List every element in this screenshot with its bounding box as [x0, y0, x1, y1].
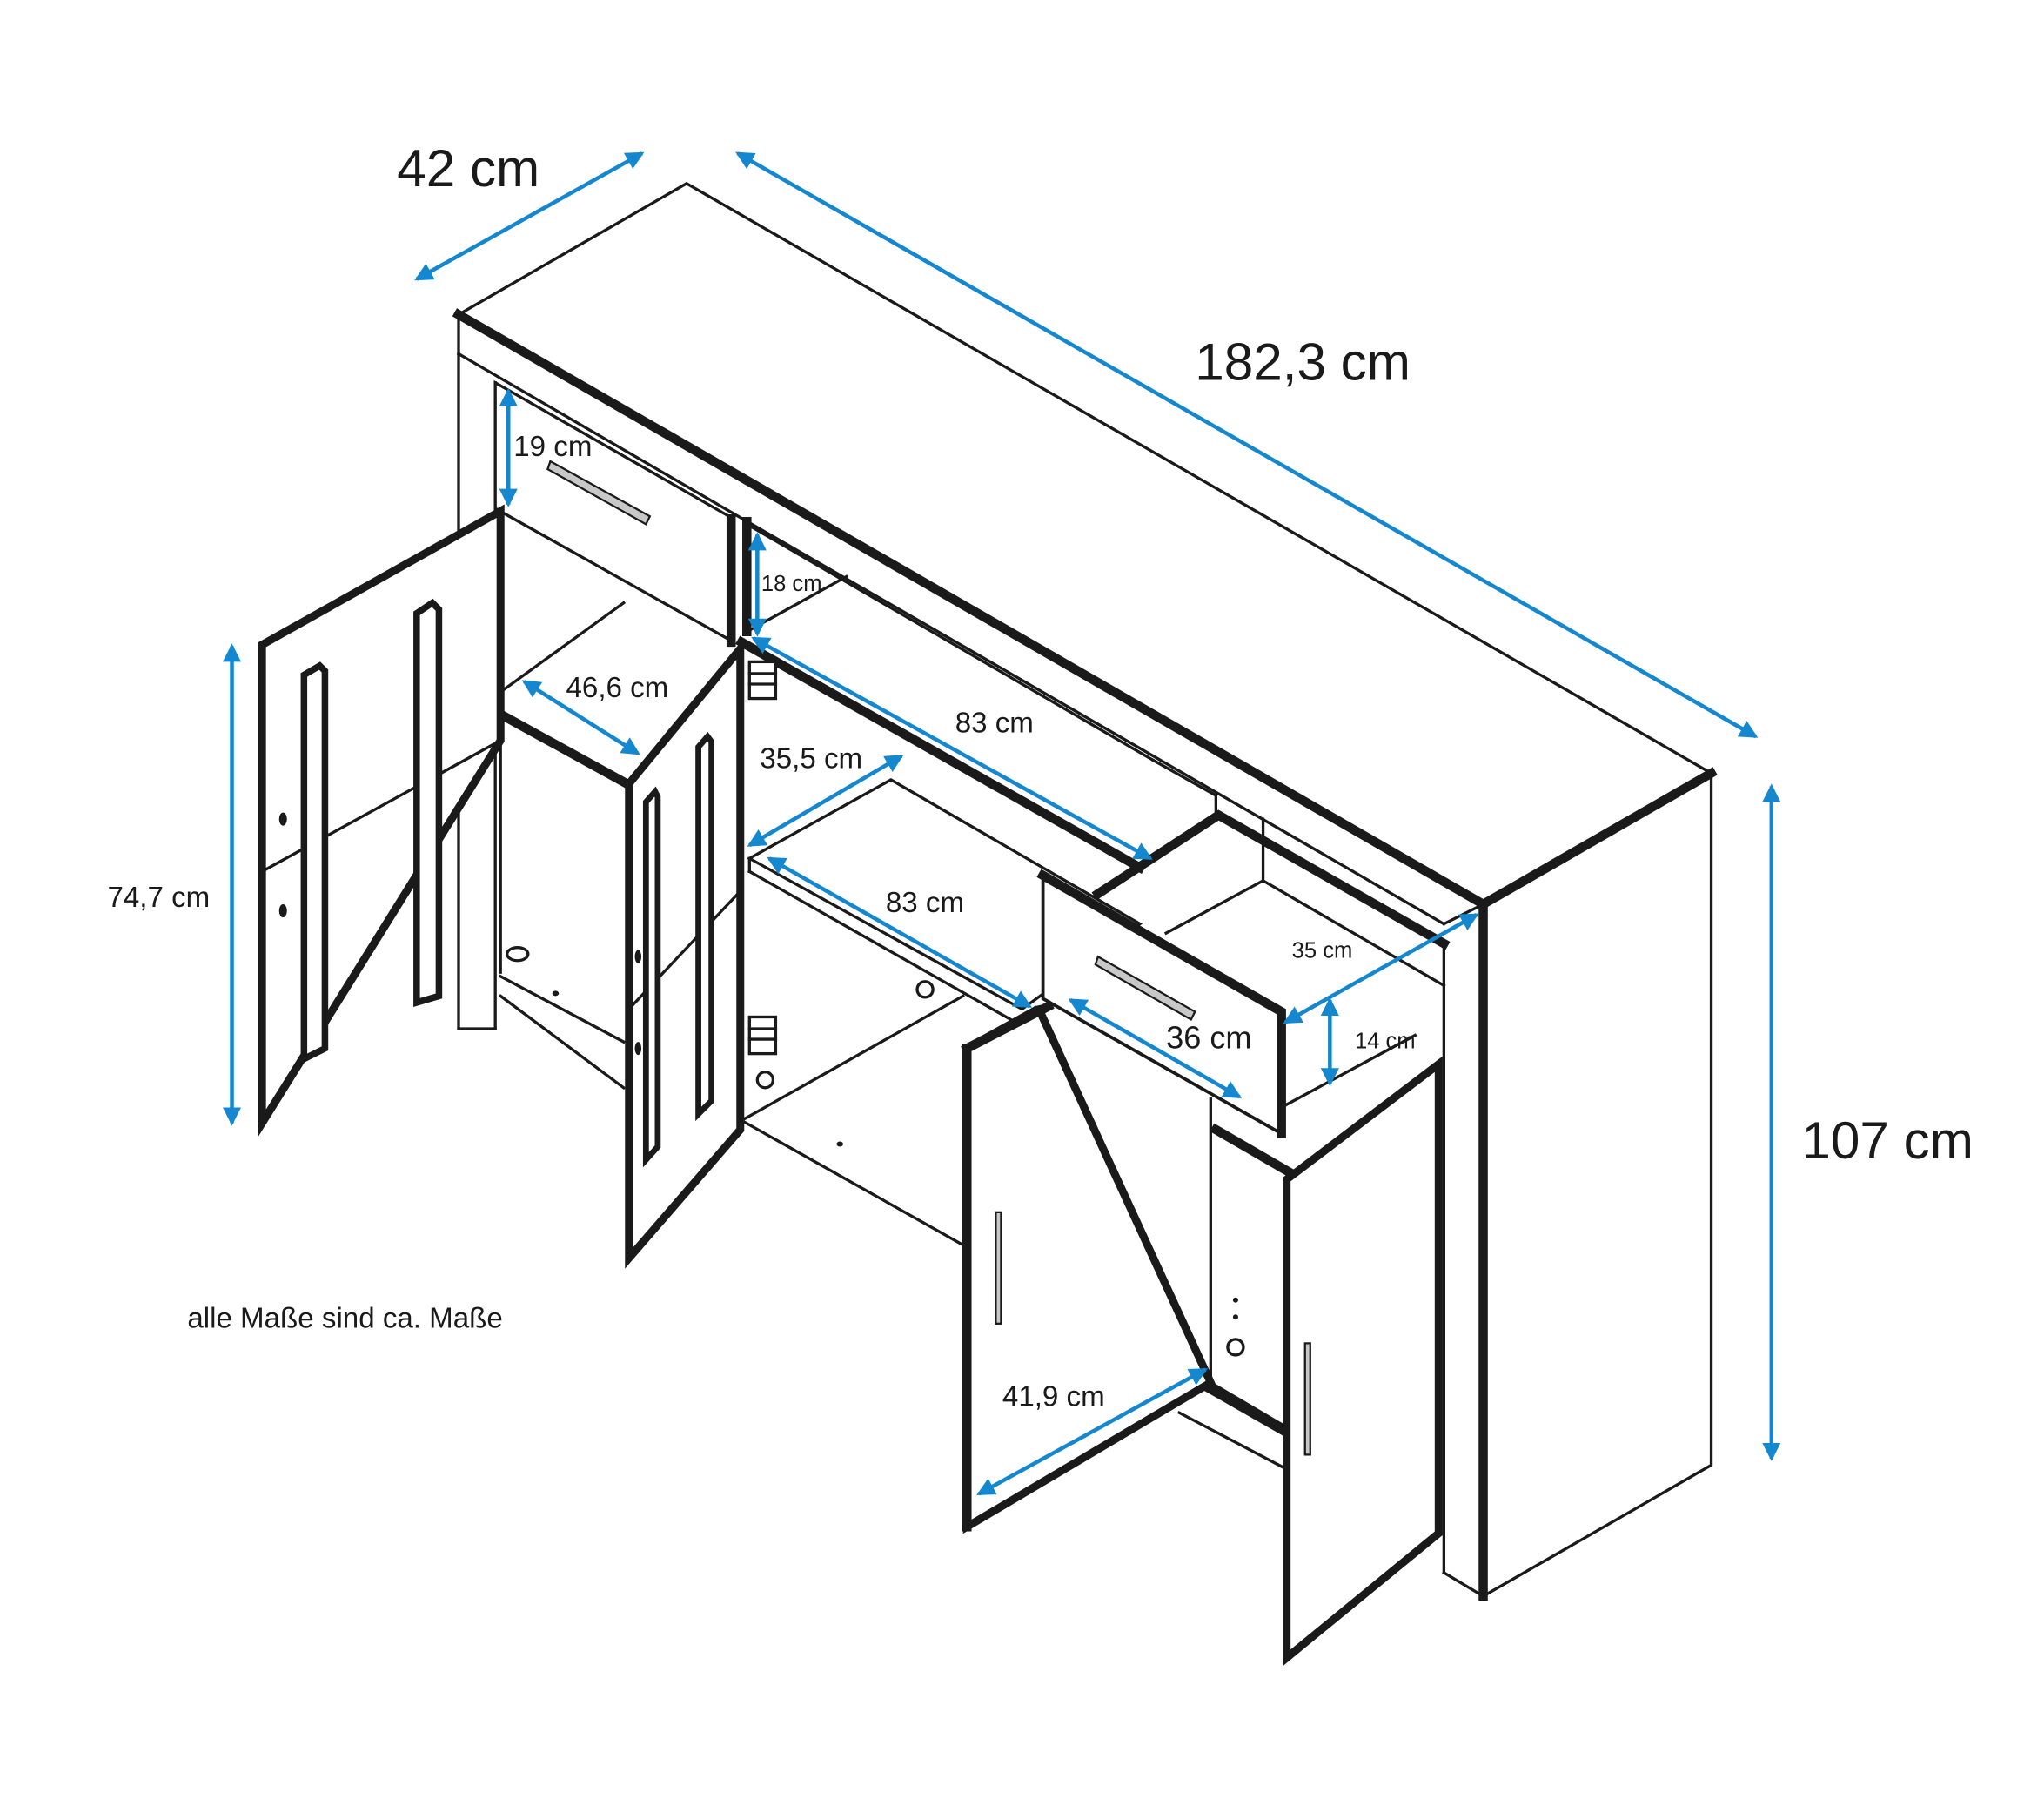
label-drawer-depth: 35 cm — [1292, 939, 1353, 963]
label-lower-shelf-width: 83 cm — [886, 887, 964, 919]
hinge-upper — [747, 660, 778, 701]
door-3[interactable] — [961, 1000, 1216, 1534]
label-opening-height: 18 cm — [761, 572, 822, 596]
label-shelf-depth: 35,5 cm — [760, 742, 862, 775]
label-drawer-height: 14 cm — [1355, 1030, 1416, 1054]
label-height: 107 cm — [1801, 1111, 1973, 1170]
drawer-handle-left — [546, 460, 652, 526]
right-drawer[interactable] — [1036, 809, 1451, 1138]
door-4-handle — [1303, 1342, 1311, 1456]
label-left-compartment-depth: 46,6 cm — [566, 672, 668, 704]
label-right-compartment-depth: 41,9 cm — [1002, 1381, 1105, 1413]
label-width: 182,3 cm — [1195, 332, 1411, 392]
dimension-lines — [222, 151, 1781, 1496]
right-compartment — [1176, 1097, 1297, 1470]
left-compartment — [494, 507, 638, 1091]
dimension-labels: 42 cm 182,3 cm 107 cm 74,7 cm 19 cm 18 c… — [107, 138, 1973, 1413]
door-2[interactable] — [625, 637, 745, 1269]
label-upper-shelf-width: 83 cm — [955, 708, 1034, 740]
left-drawer[interactable] — [493, 379, 736, 648]
door-1[interactable] — [258, 504, 505, 1138]
door-4[interactable] — [1283, 1056, 1443, 1667]
label-door-height: 74,7 cm — [107, 882, 210, 914]
label-depth: 42 cm — [397, 138, 539, 198]
label-drawer-width: 36 cm — [1166, 1020, 1251, 1056]
door-3-handle — [995, 1211, 1002, 1325]
label-left-drawer-height: 19 cm — [513, 431, 592, 463]
hinge-lower — [747, 1015, 778, 1056]
note-approximate: alle Maße sind ca. Maße — [187, 1302, 503, 1334]
